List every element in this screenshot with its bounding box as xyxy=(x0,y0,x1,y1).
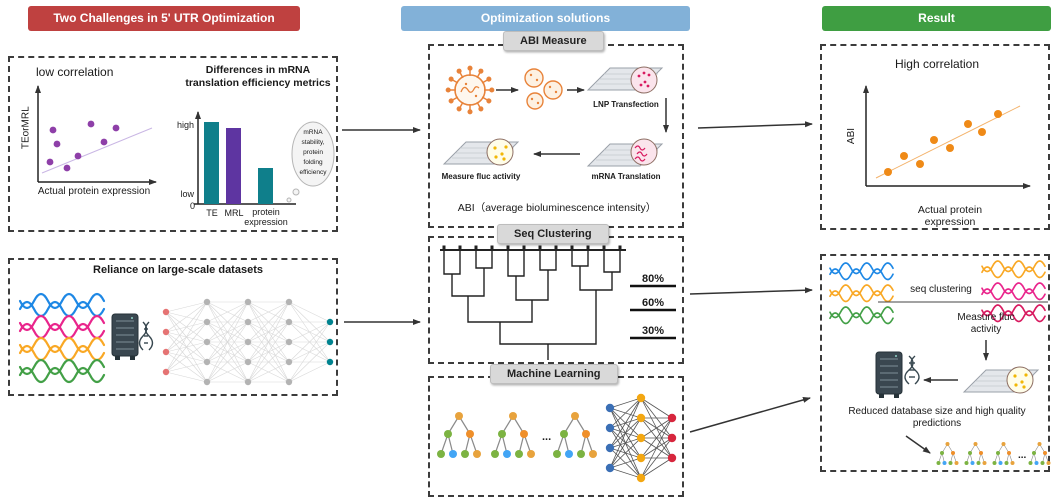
server-icon xyxy=(111,313,139,361)
trend-line xyxy=(41,127,153,174)
bubble-line: mRNA xyxy=(303,129,323,136)
neural-network-icon xyxy=(162,298,334,386)
mini-tree-icon xyxy=(936,441,959,466)
ytick-zero: 0 xyxy=(190,201,195,211)
arrow-abi-to-result xyxy=(697,121,813,129)
threshold-60: 60% xyxy=(642,297,664,309)
mini-dna-icon xyxy=(138,321,154,351)
low-correlation-title: low correlation xyxy=(36,65,114,79)
scatter-dots xyxy=(46,120,120,172)
datasets-art xyxy=(18,292,154,384)
bubble-line: stability, xyxy=(302,139,325,146)
metric-bar-chart: high low 0 mRNA stability, protein foldi… xyxy=(177,111,335,211)
challenge-datasets-box: Reliance on large-scale datasets xyxy=(8,258,338,396)
bar-protein xyxy=(258,168,273,204)
header-result: Result xyxy=(822,6,1051,31)
virus-icon xyxy=(445,65,495,115)
low-correlation-scatter xyxy=(35,85,157,185)
trend-line xyxy=(875,105,1021,179)
ml-neural-network-icon xyxy=(605,393,677,483)
result-xlabel: Actual protein expression xyxy=(917,204,983,229)
bubble-line: efficiency xyxy=(300,169,328,176)
pill-seq-clustering: Seq Clustering xyxy=(497,224,609,244)
dendrogram-leaves xyxy=(442,245,622,249)
dna-strand-green-icon xyxy=(18,358,106,384)
abi-measure-box: LNP Transfection mRNA Translation Measur… xyxy=(428,44,684,228)
pill-machine-learning: Machine Learning xyxy=(490,364,618,384)
lnp-icon xyxy=(524,68,563,110)
threshold-80: 80% xyxy=(642,273,664,285)
decision-tree-icon xyxy=(490,411,536,459)
dna-strand-blue-icon xyxy=(18,292,106,318)
abi-measure-art xyxy=(443,65,669,167)
mini-tree-icon xyxy=(964,441,987,466)
bubble-line: protein xyxy=(303,149,323,156)
mini-tree-icon xyxy=(1028,441,1051,466)
mrna-translation-plate-icon xyxy=(587,138,663,167)
reduced-database-caption: Reduced database size and high quality p… xyxy=(848,406,1026,429)
ytick-low: low xyxy=(180,189,194,199)
decision-tree-icon xyxy=(436,411,482,459)
dna-strand-orange-icon xyxy=(829,284,894,303)
arrow-clustering-to-result xyxy=(689,287,813,295)
threshold-cuts: 80% 60% 30% xyxy=(630,273,676,340)
datasets-title: Reliance on large-scale datasets xyxy=(93,264,263,276)
abi-caption: ABI（average bioluminescence intensity） xyxy=(457,202,657,214)
bar-label-te: TE xyxy=(206,208,218,218)
ytick-high: high xyxy=(177,120,194,130)
header-solutions: Optimization solutions xyxy=(401,6,690,31)
seq-clustering-label: seq clustering xyxy=(910,284,972,295)
dendrogram: 80% 60% 30% xyxy=(440,245,676,360)
dna-strand-orange-icon xyxy=(981,260,1046,279)
measure-fluc-label: Measure fluc activity xyxy=(957,312,1015,335)
dna-strand-magenta-icon xyxy=(981,282,1046,301)
bar-mrl xyxy=(226,128,241,204)
trees-ellipsis: ... xyxy=(1018,450,1027,461)
high-correlation-title: High correlation xyxy=(894,57,980,71)
challenge-correlation-box: low correlation TEorMRL Actual protein e… xyxy=(8,56,338,232)
dendrogram-branches xyxy=(443,250,621,360)
bubble-line: folding xyxy=(303,159,323,166)
measure-fluc-plate-icon xyxy=(443,138,519,166)
mini-tree-icon xyxy=(992,441,1015,466)
fluc-plate-icon xyxy=(963,366,1039,394)
scatter-ylabel: TEorMRL xyxy=(20,106,32,150)
threshold-30: 30% xyxy=(642,325,664,337)
mrna-translation-label: mRNA Translation xyxy=(591,172,661,181)
bar-chart-title: Differences in mRNA translation efficien… xyxy=(185,64,331,89)
dna-strand-blue-icon xyxy=(829,262,894,281)
result-pipeline-box: ... seq clustering Measure fluc activity… xyxy=(820,254,1051,472)
server-icon xyxy=(875,351,903,399)
header-challenges: Two Challenges in 5' UTR Optimization xyxy=(28,6,300,31)
thought-bubble: mRNA stability, protein folding efficien… xyxy=(286,121,335,203)
arrow-ml-to-result xyxy=(689,397,811,433)
bar-te xyxy=(204,122,219,204)
decision-trees: ... xyxy=(436,411,598,459)
decision-tree-icon xyxy=(552,411,598,459)
mini-dna-icon xyxy=(904,355,920,385)
pill-abi-measure: ABI Measure xyxy=(503,31,604,51)
result-correlation-box: High correlation ABI Actual protein expr… xyxy=(820,44,1050,230)
high-correlation-scatter: ABI xyxy=(846,85,1031,189)
lnp-transfection-label: LNP Transfection xyxy=(593,100,659,109)
arrow-to-trees xyxy=(905,435,931,454)
scatter-dots xyxy=(884,110,1002,176)
scatter-xlabel: Actual protein expression xyxy=(37,186,151,197)
measure-fluc-label: Measure fluc activity xyxy=(441,172,521,181)
trees-ellipsis: ... xyxy=(542,431,551,443)
lnp-transfection-plate-icon xyxy=(587,66,663,94)
dna-strand-orange-icon xyxy=(18,336,106,362)
seq-clustering-box: 80% 60% 30% xyxy=(428,236,684,364)
bar-label-mrl: MRL xyxy=(224,208,244,218)
machine-learning-box: ... xyxy=(428,376,684,497)
bar-label-protein-expression: protein expression xyxy=(244,207,288,227)
dna-strand-magenta-icon xyxy=(18,314,106,340)
result-pipeline-art: ... xyxy=(829,260,1051,466)
dna-strand-green-icon xyxy=(829,306,894,325)
result-ylabel: ABI xyxy=(846,128,857,144)
